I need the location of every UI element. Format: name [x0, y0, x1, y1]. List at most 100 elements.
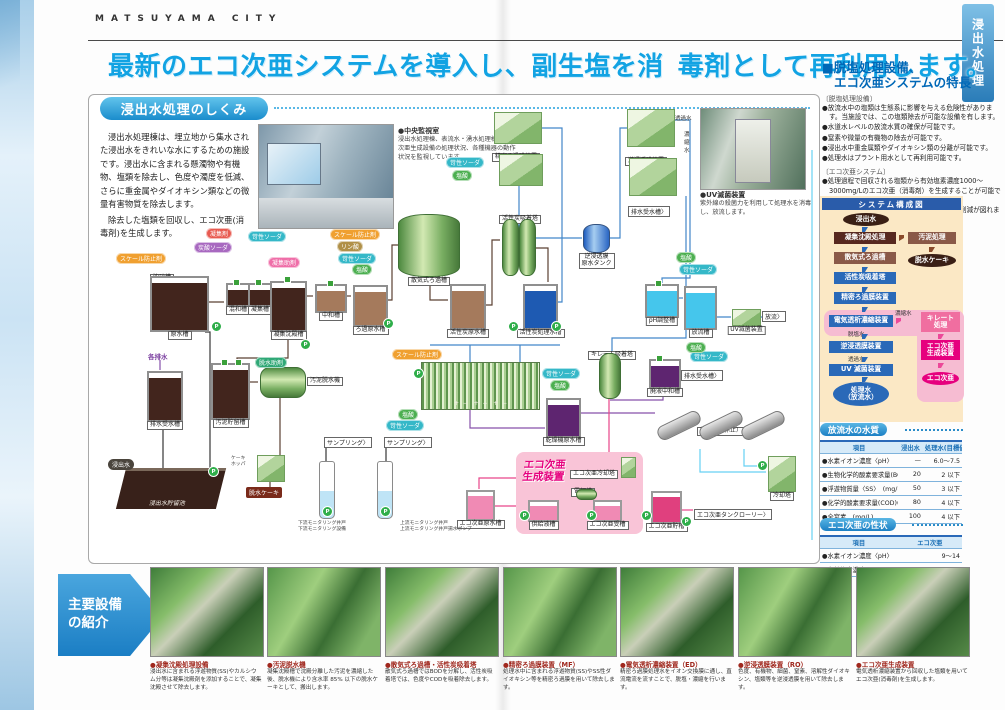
equipment-label: 浸出水貯留池: [148, 500, 187, 508]
chemical-pill: 塩酸: [352, 264, 373, 275]
pump-marker: P: [211, 321, 222, 332]
table-cell: 20: [912, 471, 921, 478]
system-node: 電気透析濃縮装置: [829, 315, 893, 327]
table-header-row: 項目エコ次亜: [820, 535, 962, 549]
equipment-label: 放流槽: [688, 329, 713, 338]
mixer-marker: [656, 355, 663, 362]
table-row: ●水素イオン濃度〈pH〉—6.0～7.5: [820, 454, 962, 468]
equipment-cube: [621, 457, 636, 478]
system-arrow: [862, 247, 868, 252]
system-node: エコ次亜 生成装置: [921, 340, 960, 360]
equipment-photo-title: ●電気透析濃縮装置（ED）: [620, 661, 702, 669]
equipment-brown: 活性炭原水槽: [446, 284, 490, 338]
diagram-label: 浸出水: [108, 459, 135, 470]
equipment-cyan: 放流槽: [684, 286, 717, 338]
equipment-label: 原水槽: [167, 331, 192, 340]
chemical-pill: 塩酸: [676, 252, 697, 263]
equipment-cylgh: [576, 489, 597, 500]
system-node: 脱水ケーキ: [908, 254, 956, 267]
equipment-cube: [627, 109, 675, 147]
pump-marker: P: [380, 506, 391, 517]
system-node: UV 滅菌装置: [829, 364, 893, 376]
equipment-cylg: [519, 219, 536, 276]
mixer-marker: [255, 279, 262, 286]
feature-bullet: ●放流水中の塩類は生態系に影響を与える危険性があります。当施設では、この塩類除去…: [822, 104, 1000, 122]
equipment-label: 活性炭処理水槽: [516, 329, 565, 338]
equipment-label: 供給液槽: [528, 521, 559, 530]
system-edge-label: 透過水: [848, 357, 865, 363]
mixer-marker: [233, 279, 240, 286]
equipment-photo-item: ●凝集沈殿処理設備浸出水に含まれる浮遊物質(SS)やカルシウム分等は凝集沈殿剤を…: [150, 567, 264, 692]
table-cell: ●化学的酸素要求量(COD)(mg/L): [822, 500, 899, 507]
dotted-leader: [912, 524, 963, 526]
table-cell: 9～14: [941, 553, 960, 560]
uv-caption-text: 紫外線の殺菌力を利用して処理水を消毒し、放流します。: [700, 200, 812, 216]
diagram-label: 排水受水槽〉: [681, 370, 724, 381]
pump-marker: P: [300, 339, 311, 350]
feature-section-header: 〔脱塩処理設備〕: [822, 95, 877, 103]
chemical-pill: 苛性ソーダ: [446, 157, 485, 168]
equipment-photo-caption: 精密ろ過膜処理水をイオン交換膜に通し、直流電流を流すことで、脱塩・濃縮を行います…: [620, 669, 732, 691]
system-node: 浸出水: [843, 213, 889, 226]
feature-section-header: 〔エコ次亜システム〕: [822, 168, 890, 177]
top-rule: [88, 40, 1003, 41]
equipment-label: 混和槽: [225, 306, 251, 315]
equipment-dark: 凝集沈殿槽: [270, 281, 307, 340]
dotted-leader: [905, 429, 963, 431]
chemical-pill: 塩酸: [686, 342, 707, 353]
table-cell: ●有効塩素濃度 (mg/L): [822, 567, 888, 574]
chemical-pill: 塩酸: [398, 409, 419, 420]
equipment-photo-caption: 電気透析濃縮装置から回収した塩類を用いてエコ次亜(消毒剤)を生成します。: [856, 669, 968, 683]
equipment-cylg: 散気式ろ過槽: [398, 214, 460, 286]
system-node: 汚泥処理: [908, 232, 956, 244]
equipment-photo: [620, 567, 734, 657]
system-arrow: [862, 307, 868, 312]
equipment-dryers: [655, 404, 787, 448]
equipment-plates: + − + − + −: [421, 362, 540, 410]
equipment-cylb: 逆浸透膜 原水タンク: [578, 224, 615, 269]
feature-bullet: ●水道水レベルの放流水質の確保が可能です。: [822, 123, 959, 132]
equipment-label: エコ次亜原水槽: [456, 520, 505, 529]
mechanism-title-pill: 浸出水処理のしくみ: [100, 97, 268, 120]
equipment-cube: [494, 112, 542, 144]
pump-marker: P: [383, 318, 394, 329]
system-arrow: [896, 318, 901, 324]
equipment-label: ろ過原水槽: [352, 326, 389, 335]
chemical-pill: スケール防止剤: [330, 229, 381, 240]
table-header-cell: 項目: [852, 540, 866, 547]
uv-caption-title: ●UV滅菌装置: [700, 191, 746, 199]
uv-caption: ●UV滅菌装置 紫外線の殺菌力を利用して処理水を消毒し、放流します。: [700, 190, 812, 218]
equipment-photo-item: ●散気式ろ過槽・活性炭吸着塔散気式ろ過槽ではBODを分解し、活性炭吸着塔では、色…: [385, 567, 499, 685]
chemical-pill: 苛性ソーダ: [542, 368, 581, 379]
equipment-photo: [385, 567, 499, 657]
table-cell: ●生物化学的酸素要求量(BOD)(mg/L): [822, 472, 898, 479]
equipment-dark: 混和槽: [225, 283, 251, 315]
system-edge-label: 脱塩水: [848, 332, 865, 338]
equipment-brown: 中和槽: [315, 284, 347, 321]
table-cell: ●水素イオン濃度〈pH〉: [822, 553, 893, 560]
chemical-pill: 炭酸ソーダ: [194, 242, 233, 253]
equipment-photo-item: ●精密ろ過膜装置（MF）処理水中に含まれる浮遊物質(SS)やSS性ダイオキシン等…: [503, 567, 617, 692]
chemical-pill: 苛性ソーダ: [248, 231, 287, 242]
system-arrow: [899, 235, 904, 241]
equipment-label: 乾燥機原水槽: [542, 437, 585, 446]
mixer-marker: [655, 280, 662, 287]
pump-marker: P: [413, 368, 424, 379]
system-node: 散気式ろ過槽: [834, 252, 896, 264]
system-arrow: [938, 363, 944, 368]
pump-marker: P: [757, 460, 768, 471]
pump-marker: P: [508, 321, 519, 332]
headline: 最新のエコ次亜システムを導入し、副生塩を消毒剤として再利用します。: [108, 46, 992, 83]
equipment-label: 冷却塔: [769, 492, 795, 501]
features-title-line2: エコ次亜システムの特長: [834, 75, 972, 90]
control-desk: [259, 198, 393, 228]
chemical-pill: 苛性ソーダ: [679, 264, 718, 275]
rotary-dryer: [739, 408, 787, 443]
table-cell: 6.0～7.5: [933, 458, 960, 465]
diagram-label: 排水受水槽〉: [628, 206, 671, 217]
rotary-dryer: [697, 408, 745, 443]
table-cell: ●水素イオン濃度〈pH〉: [822, 458, 893, 465]
